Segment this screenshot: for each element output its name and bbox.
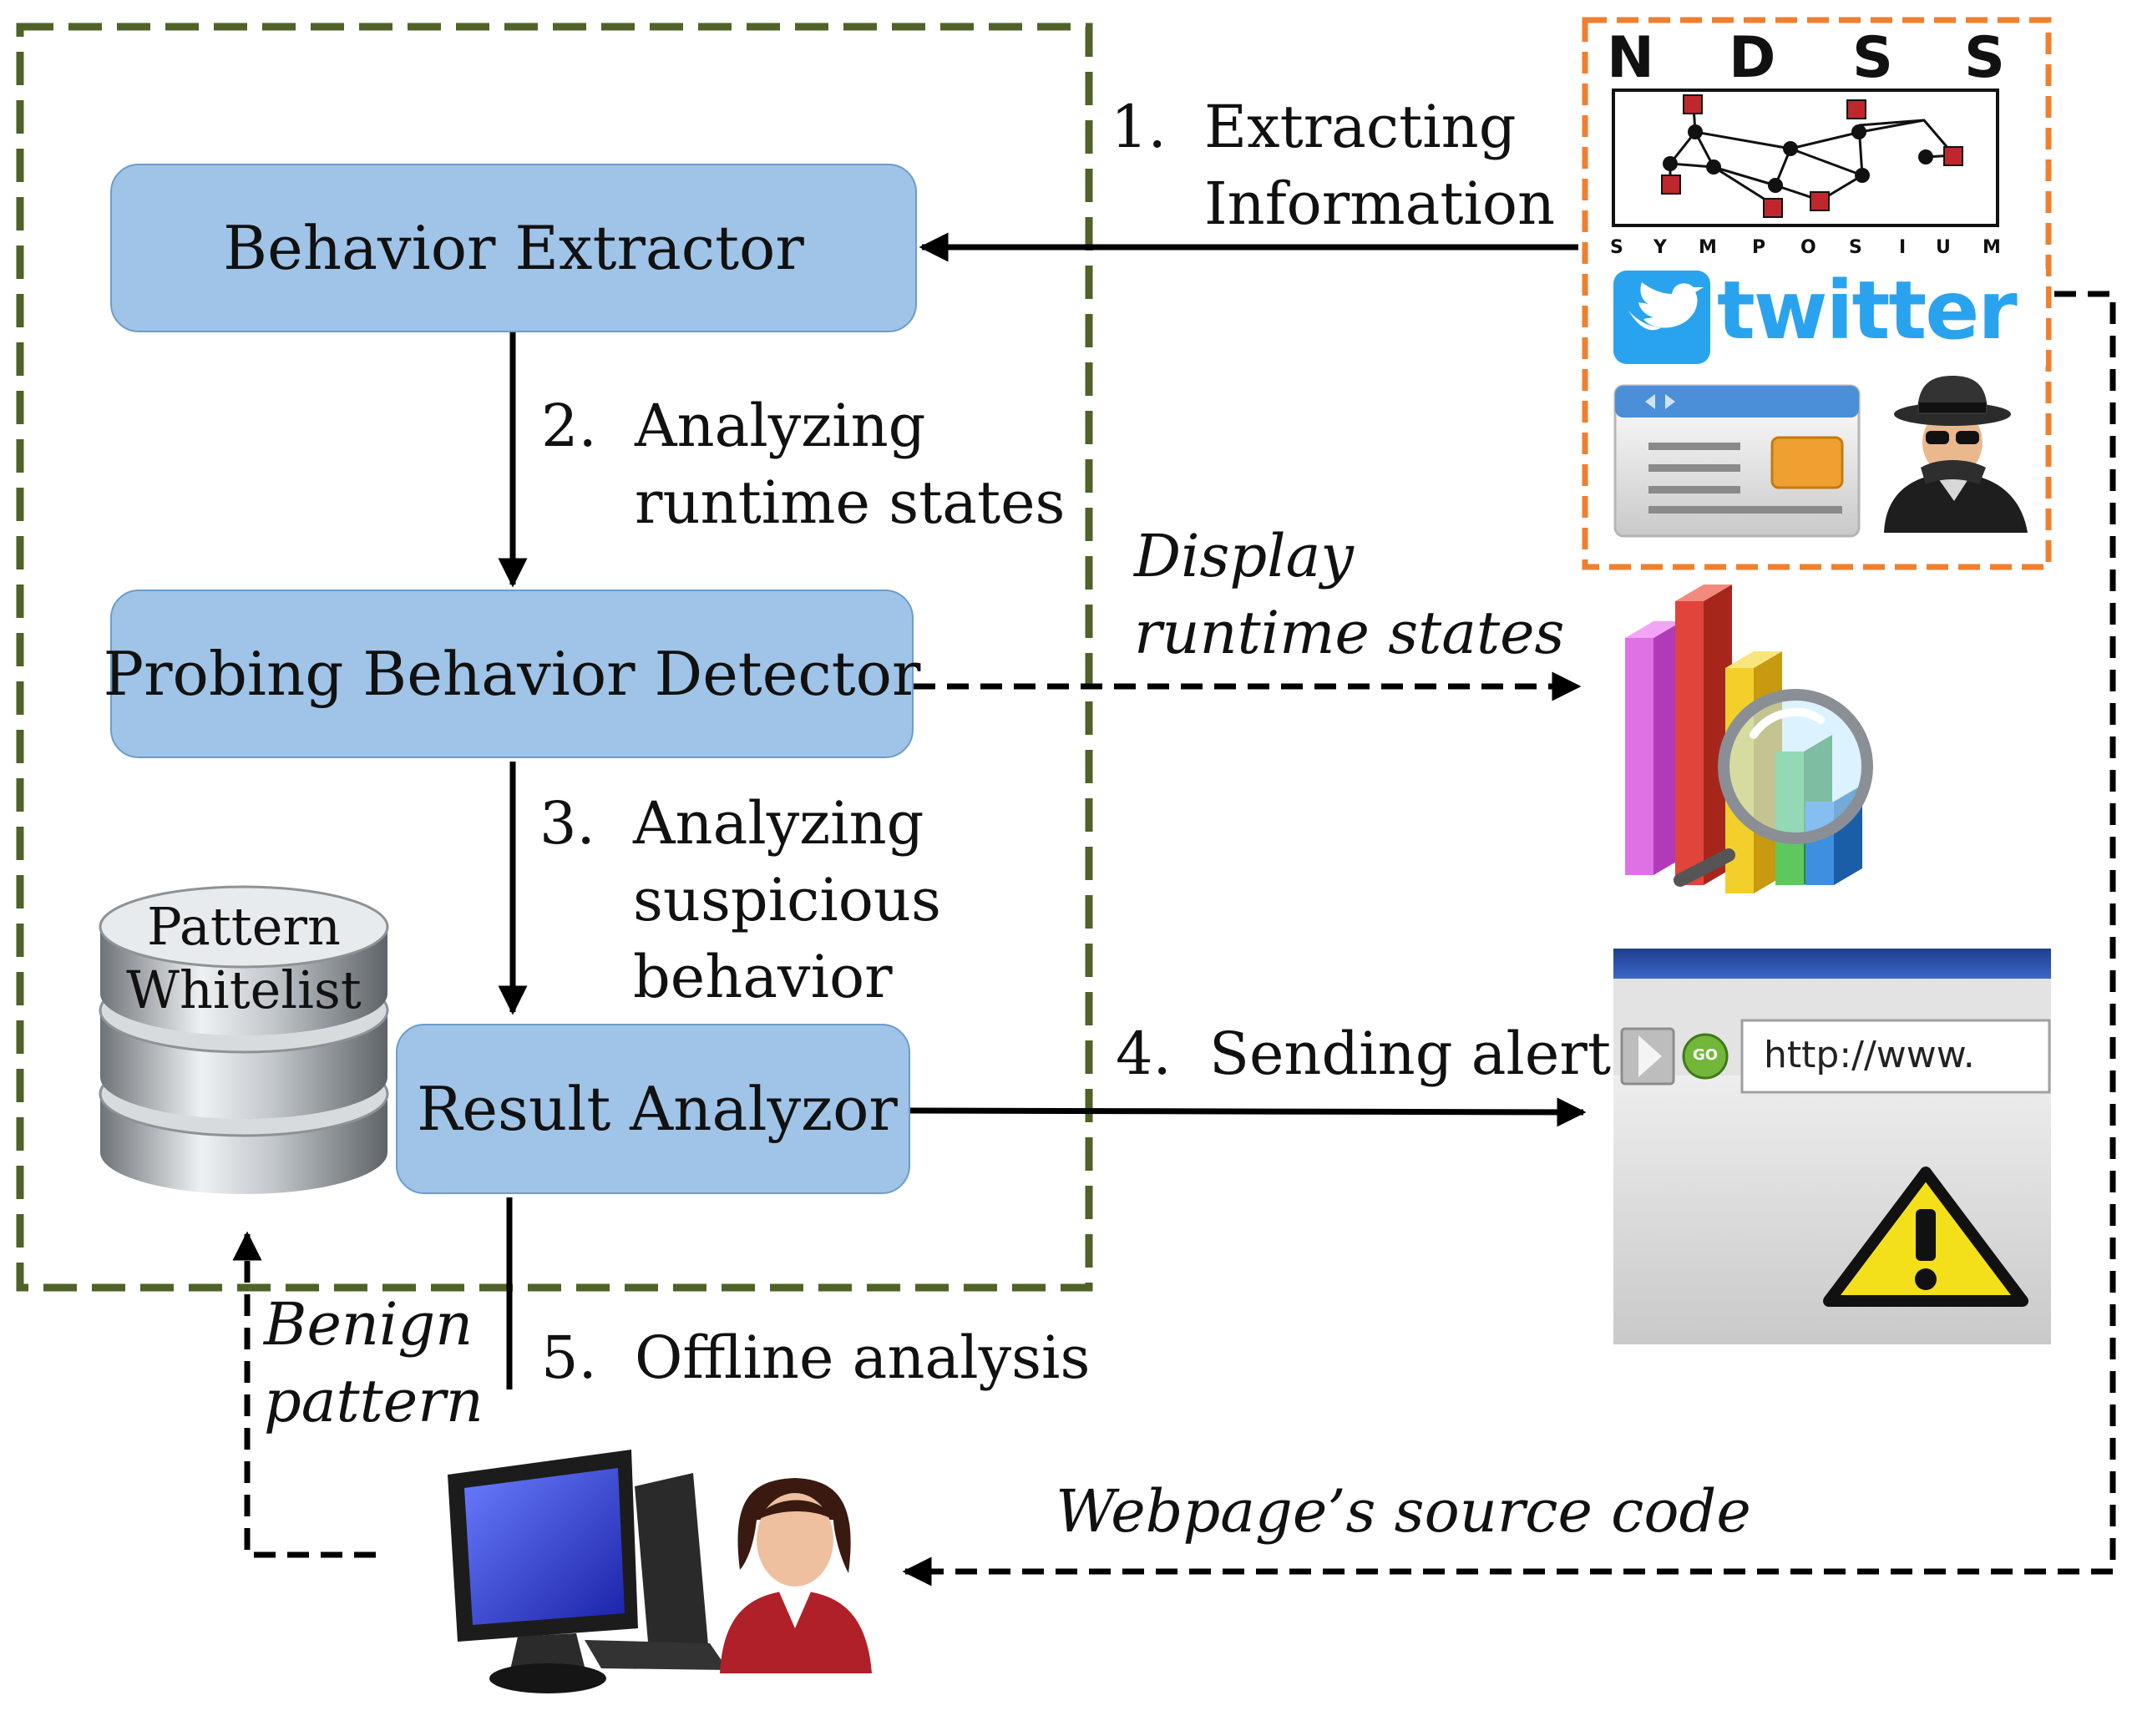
step4-label: 4. Sending alert	[1116, 1015, 1611, 1092]
benign-line2: pattern	[264, 1367, 484, 1435]
display-line1: Display	[1134, 522, 1354, 590]
step2-line2: runtime states	[635, 468, 1066, 537]
step3-line3: behavior	[633, 943, 893, 1011]
ndss-symposium-m2: M	[1983, 237, 2001, 258]
step5-number: 5.	[541, 1324, 597, 1392]
step3-label: 3. Analyzing suspicious behavior	[539, 785, 941, 1015]
browser-go-text: GO	[1692, 1046, 1719, 1064]
user-icon	[720, 1478, 872, 1673]
ndss-letter-n: N	[1607, 25, 1654, 91]
ndss-letter-d: D	[1729, 25, 1776, 91]
step1-line1: Extracting	[1204, 93, 1517, 161]
step3-number: 3.	[539, 789, 595, 858]
arrow-source-code	[902, 291, 2116, 1587]
webpage-icon	[1613, 384, 1861, 538]
display-runtime-label: Display runtime states	[1134, 518, 1564, 671]
step3-line2: suspicious	[633, 866, 941, 934]
benign-pattern-label: Benign pattern	[264, 1286, 484, 1440]
ndss-symposium-p: P	[1752, 237, 1766, 258]
ndss-symposium-m: M	[1699, 237, 1717, 258]
arrow-benign-pattern	[232, 1231, 376, 1558]
display-line2: runtime states	[1134, 599, 1565, 667]
spy-icon	[1884, 376, 2028, 533]
step1-number: 1.	[1111, 93, 1167, 161]
ndss-letter-s2: S	[1964, 25, 2005, 91]
step3-line1: Analyzing	[633, 789, 924, 858]
ndss-symposium-o: O	[1800, 237, 1816, 258]
step1-label: 1. Extracting Information	[1111, 89, 1555, 242]
browser-warning-icon	[1613, 949, 2051, 1344]
step4-line1: Sending alert	[1209, 1020, 1611, 1088]
browser-url-text: http://www.	[1764, 1034, 1975, 1076]
probing-detector-box: Probing Behavior Detector	[104, 590, 920, 758]
system-boundary	[16, 23, 1093, 1292]
twitter-wordmark: twitter	[1717, 264, 2018, 357]
ndss-symposium-u: U	[1936, 237, 1951, 258]
step2-number: 2.	[541, 392, 597, 460]
chart-magnifier-icon	[1625, 585, 1873, 893]
pattern-whitelist-label: Pattern Whitelist	[100, 895, 387, 1022]
arrow-send-alert	[909, 1097, 1587, 1127]
result-analyzor-box: Result Analyzor	[396, 1024, 910, 1194]
step1-line2: Information	[1204, 170, 1556, 238]
ndss-symposium-i: I	[1899, 237, 1907, 258]
step2-line1: Analyzing	[635, 392, 926, 460]
step5-label: 5. Offline analysis	[541, 1319, 1090, 1396]
ndss-logo	[1612, 89, 1999, 227]
ndss-symposium-y: Y	[1653, 237, 1667, 258]
database-icon	[94, 880, 398, 1224]
sources-boundary	[1582, 17, 2052, 570]
ndss-symposium-s2: S	[1849, 237, 1862, 258]
behavior-extractor-box: Behavior Extractor	[110, 164, 917, 332]
step2-label: 2. Analyzing runtime states	[541, 387, 1065, 541]
source-code-label: Webpage’s source code	[1056, 1477, 1751, 1546]
ndss-letter-s1: S	[1852, 25, 1893, 91]
twitter-logo	[1612, 269, 2046, 366]
pattern-whitelist-line1: Pattern	[147, 896, 341, 957]
benign-line1: Benign	[264, 1290, 473, 1359]
pattern-whitelist-line2: Whitelist	[126, 959, 362, 1020]
step5-line1: Offline analysis	[635, 1324, 1091, 1392]
step4-number: 4.	[1116, 1020, 1172, 1088]
ndss-symposium-s: S	[1610, 237, 1623, 258]
